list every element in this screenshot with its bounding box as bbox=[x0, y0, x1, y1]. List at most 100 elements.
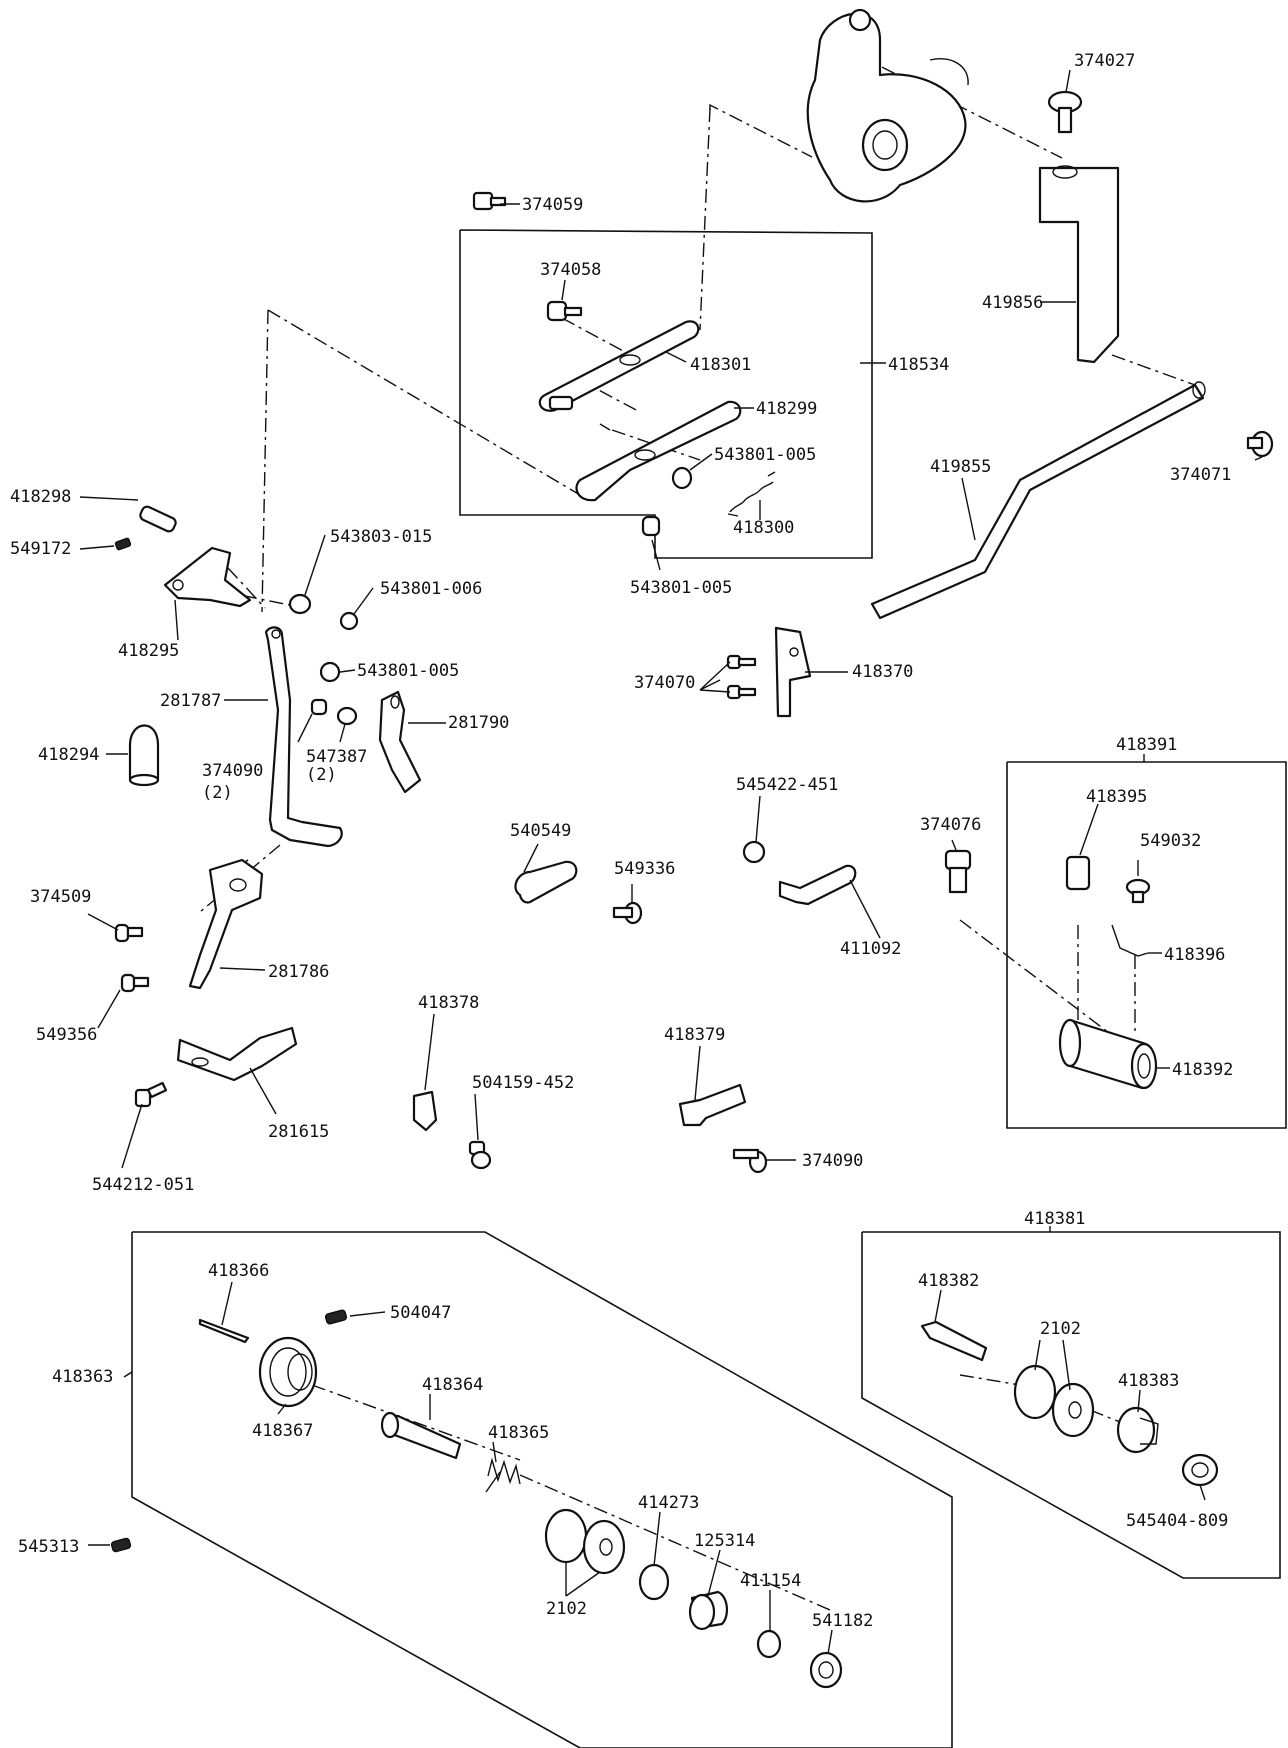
label-549336: 549336 bbox=[614, 859, 675, 879]
label-418363: 418363 bbox=[52, 1367, 113, 1387]
label-418294: 418294 bbox=[38, 745, 99, 765]
screw-544212-051 bbox=[134, 1081, 168, 1108]
label-549172: 549172 bbox=[10, 539, 71, 559]
pin-418395 bbox=[1065, 855, 1091, 891]
pin-418298 bbox=[139, 505, 177, 533]
label-281787: 281787 bbox=[160, 691, 221, 711]
label-543801-006: 543801-006 bbox=[380, 579, 482, 599]
label-374090a: 374090 bbox=[202, 761, 263, 781]
label-418391: 418391 bbox=[1116, 735, 1177, 755]
discs-2102a bbox=[1013, 1364, 1095, 1438]
label-374090b: 374090 bbox=[802, 1151, 863, 1171]
latch-540549 bbox=[514, 860, 578, 904]
label-281790: 281790 bbox=[448, 713, 509, 733]
label-418300: 418300 bbox=[733, 518, 794, 538]
label-545422-451: 545422-451 bbox=[736, 775, 838, 795]
washer-543801-005a bbox=[671, 466, 693, 490]
screw-374027 bbox=[1047, 90, 1083, 134]
screw-374059 bbox=[472, 191, 507, 211]
nut-545404-809 bbox=[1181, 1453, 1219, 1487]
screw-374090b bbox=[732, 1148, 768, 1174]
lever-281790 bbox=[378, 690, 422, 794]
label-419856: 419856 bbox=[982, 293, 1043, 313]
bracket-418370 bbox=[774, 626, 812, 718]
screw-549356 bbox=[120, 973, 150, 993]
label-418367: 418367 bbox=[252, 1421, 313, 1441]
washer-543803-015 bbox=[288, 593, 312, 615]
screw-504047 bbox=[324, 1309, 348, 1325]
label-374027: 374027 bbox=[1074, 51, 1135, 71]
label-418381: 418381 bbox=[1024, 1209, 1085, 1229]
label-281615: 281615 bbox=[268, 1122, 329, 1142]
label-543803-015: 543803-015 bbox=[330, 527, 432, 547]
bracket-281615 bbox=[176, 1026, 298, 1082]
label-540549: 540549 bbox=[510, 821, 571, 841]
ball-545422-451 bbox=[742, 840, 766, 864]
label-374509: 374509 bbox=[30, 887, 91, 907]
label-418365: 418365 bbox=[488, 1423, 549, 1443]
spring-418300 bbox=[727, 471, 776, 517]
bracket-419856 bbox=[1038, 165, 1120, 364]
screw-504159-452 bbox=[468, 1140, 492, 1170]
label-549356: 549356 bbox=[36, 1025, 97, 1045]
label-418382: 418382 bbox=[918, 1271, 979, 1291]
label-418396: 418396 bbox=[1164, 945, 1225, 965]
label-418299: 418299 bbox=[756, 399, 817, 419]
leader-lines bbox=[79, 69, 1263, 1655]
discs-2102b bbox=[544, 1508, 626, 1575]
label-418534: 418534 bbox=[888, 355, 949, 375]
dial-125314 bbox=[688, 1590, 728, 1631]
label-418301: 418301 bbox=[690, 355, 751, 375]
label-374058: 374058 bbox=[540, 260, 601, 280]
label-418366: 418366 bbox=[208, 1261, 269, 1281]
label-547387-qty: (2) bbox=[306, 765, 337, 785]
label-547387: 547387 bbox=[306, 747, 367, 767]
screw-374058 bbox=[546, 300, 583, 322]
label-504159-452: 504159-452 bbox=[472, 1073, 574, 1093]
label-544212-051: 544212-051 bbox=[92, 1175, 194, 1195]
nut-411154 bbox=[756, 1629, 782, 1659]
stud-418382 bbox=[920, 1320, 988, 1362]
label-2102a: 2102 bbox=[1040, 1319, 1081, 1339]
label-374059: 374059 bbox=[522, 195, 583, 215]
casting-part bbox=[806, 8, 969, 203]
knob-418367 bbox=[258, 1336, 318, 1408]
label-543801-005c: 543801-005 bbox=[357, 661, 459, 681]
label-418383: 418383 bbox=[1118, 1371, 1179, 1391]
screw-549172 bbox=[114, 537, 132, 551]
label-504047: 504047 bbox=[390, 1303, 451, 1323]
assembly-frame-418363 bbox=[131, 1231, 953, 1748]
label-543801-005b: 543801-005 bbox=[630, 578, 732, 598]
plate-418295 bbox=[163, 546, 252, 608]
washer-543801-005c bbox=[319, 661, 341, 683]
clip-418378 bbox=[412, 1090, 438, 1132]
washer-543801-005b bbox=[641, 515, 661, 537]
label-549032: 549032 bbox=[1140, 831, 1201, 851]
arm-411092 bbox=[778, 864, 857, 906]
cap-418294 bbox=[128, 724, 160, 787]
screw-549336 bbox=[612, 901, 643, 925]
label-418395: 418395 bbox=[1086, 787, 1147, 807]
label-374070: 374070 bbox=[634, 673, 695, 693]
screw-374090a bbox=[310, 698, 328, 716]
label-374076: 374076 bbox=[920, 815, 981, 835]
spring-418383 bbox=[1116, 1406, 1159, 1454]
screw-549032 bbox=[1125, 878, 1151, 904]
screws-374070 bbox=[726, 654, 757, 700]
washer-543801-006 bbox=[339, 611, 359, 631]
assembly-frame-418381 bbox=[861, 1231, 1281, 1579]
spring-418365 bbox=[485, 1457, 521, 1493]
screw-374509 bbox=[114, 923, 144, 943]
nut-541182 bbox=[809, 1651, 843, 1689]
screw-545313 bbox=[110, 1537, 132, 1553]
label-414273: 414273 bbox=[638, 1493, 699, 1513]
label-374071: 374071 bbox=[1170, 465, 1231, 485]
label-411154: 411154 bbox=[740, 1571, 801, 1591]
screw-374071 bbox=[1246, 430, 1274, 458]
label-419855: 419855 bbox=[930, 457, 991, 477]
label-545313: 545313 bbox=[18, 1537, 79, 1557]
rod-419855 bbox=[870, 381, 1206, 620]
label-2102b: 2102 bbox=[546, 1599, 587, 1619]
cylinder-418392 bbox=[1058, 1018, 1158, 1090]
label-411092: 411092 bbox=[840, 939, 901, 959]
